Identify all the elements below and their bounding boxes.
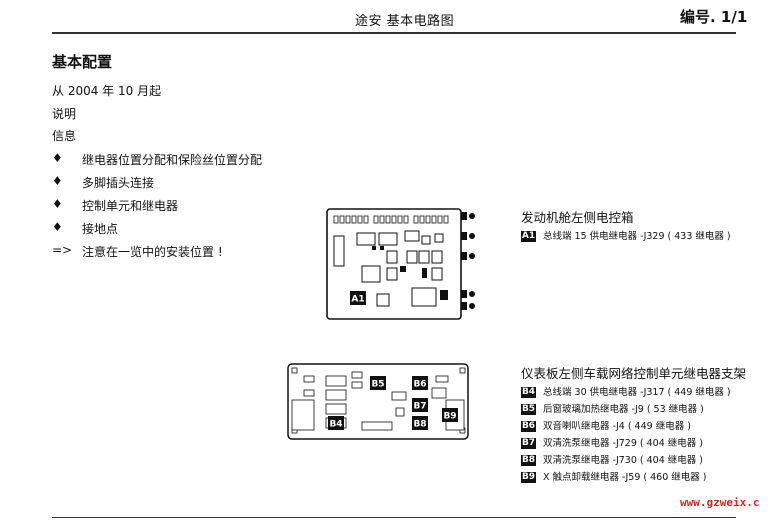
section-title: 基本配置 xyxy=(52,53,113,71)
since-date: 从 2004 年 10 月起 xyxy=(52,84,162,98)
bullet-ground-points-link[interactable]: 接地点 xyxy=(82,222,119,236)
engine-relay-a1-marker xyxy=(350,291,366,305)
engine-box-title: 发动机舱左侧电控箱 xyxy=(521,210,634,225)
relay-description: 总线端 15 供电继电器 -J329 ( 433 继电器 ) xyxy=(543,231,731,242)
diagram-label-b9: B9 xyxy=(443,412,456,422)
bullet-connectors-link[interactable]: 多脚插头连接 xyxy=(82,176,155,190)
dash-box-title: 仪表板左侧车载网络控制单元继电器支架 xyxy=(521,366,747,381)
relay-description: X 触点卸载继电器 -J59 ( 460 继电器 ) xyxy=(543,472,707,483)
diagram-label-b5: B5 xyxy=(371,380,384,390)
note-install-position: 注意在一览中的安装位置 ! xyxy=(82,245,223,259)
dash-relay-item[interactable]: B5 后窗玻璃加热继电器 -J9 ( 53 继电器 ) xyxy=(521,404,704,416)
relay-tag: B6 xyxy=(521,421,536,432)
relay-tag: A1 xyxy=(521,231,536,242)
dash-relay-item[interactable]: B8 双清洗泵继电器 -J730 ( 404 继电器 ) xyxy=(521,455,703,467)
footer-divider xyxy=(52,517,736,518)
relay-tag: B7 xyxy=(521,438,536,449)
dash-relay-item[interactable]: B7 双清洗泵继电器 -J729 ( 404 继电器 ) xyxy=(521,438,703,450)
dash-relay-item[interactable]: B9 X 触点卸载继电器 -J59 ( 460 继电器 ) xyxy=(521,472,707,484)
document-number: 编号. 1/1 xyxy=(680,8,748,26)
relay-tag: B5 xyxy=(521,404,536,415)
explain-label: 说明 xyxy=(52,107,77,121)
relay-tag: B9 xyxy=(521,472,536,483)
diagram-label-b4: B4 xyxy=(329,420,342,430)
bullet-marker: ♦ xyxy=(52,197,63,211)
relay-description: 双清洗泵继电器 -J730 ( 404 继电器 ) xyxy=(543,455,704,466)
bullet-relay-fuse-link[interactable]: 继电器位置分配和保险丝位置分配 xyxy=(82,153,263,167)
relay-description: 后窗玻璃加热继电器 -J9 ( 53 继电器 ) xyxy=(543,404,704,415)
bullet-marker: ♦ xyxy=(52,151,63,165)
diagram-label-b7: B7 xyxy=(413,402,426,412)
header-divider xyxy=(52,32,736,34)
relay-description: 双清洗泵继电器 -J729 ( 404 继电器 ) xyxy=(543,438,704,449)
relay-tag: B4 xyxy=(521,387,536,398)
dash-relay-item[interactable]: B6 双音喇叭继电器 -J4 ( 449 继电器 ) xyxy=(521,421,691,433)
engine-relay-item[interactable]: A1 总线端 15 供电继电器 -J329 ( 433 继电器 ) xyxy=(521,231,731,243)
diagram-label-a1: A1 xyxy=(351,295,364,305)
diagram-label-b6: B6 xyxy=(413,380,426,390)
relay-description: 双音喇叭继电器 -J4 ( 449 继电器 ) xyxy=(543,421,691,432)
document-title: 途安 基本电路图 xyxy=(355,14,455,29)
engine-box-diagram: A1 xyxy=(326,208,475,320)
dash-relay-diagram: B5 B6 B7 B4 B8 B9 xyxy=(287,363,469,440)
bullet-control-units-link[interactable]: 控制单元和继电器 xyxy=(82,199,179,213)
info-label: 信息 xyxy=(52,129,77,143)
diagram-label-b8: B8 xyxy=(413,420,426,430)
relay-description: 总线端 30 供电继电器 -J317 ( 449 继电器 ) xyxy=(543,387,731,398)
bullet-marker: ♦ xyxy=(52,174,63,188)
bullet-marker: => xyxy=(52,243,73,257)
relay-tag: B8 xyxy=(521,455,536,466)
dash-relay-item[interactable]: B4 总线端 30 供电继电器 -J317 ( 449 继电器 ) xyxy=(521,387,731,399)
watermark: www.gzweix.c xyxy=(680,496,760,509)
bullet-marker: ♦ xyxy=(52,220,63,234)
